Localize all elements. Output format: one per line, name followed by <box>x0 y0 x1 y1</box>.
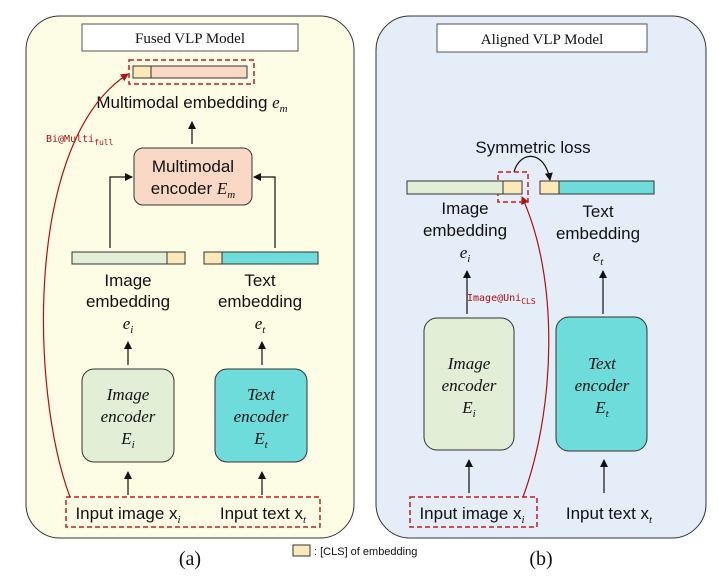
aligned-panel: Aligned VLP Model Symmetric loss Image e… <box>375 15 707 539</box>
aligned-input-text: Input text xt <box>566 504 653 526</box>
fused-text-encoder-line1: Text <box>247 385 276 404</box>
aligned-text-encoder-box <box>555 316 648 452</box>
aligned-panel-background <box>375 15 707 539</box>
aligned-image-embedding-symbol: ei <box>460 243 471 265</box>
aligned-text-encoder-line1: Text <box>588 354 617 373</box>
aligned-probe-arrow <box>521 196 550 498</box>
aligned-image-cls-token <box>502 180 523 195</box>
fused-probe-arrow <box>42 73 129 498</box>
fused-text-encoder-line2: encoder <box>234 407 289 426</box>
fused-text-embedding-label-line1: Text <box>244 271 275 290</box>
aligned-image-embedding-label-line2: embedding <box>423 221 507 240</box>
aligned-text-embedding-symbol: et <box>593 246 605 268</box>
fused-input-image: Input image xi <box>75 504 180 526</box>
connector-image-to-encoder <box>109 173 133 248</box>
aligned-text-embedding-label-line1: Text <box>582 202 613 221</box>
aligned-text-encoder-symbol: Et <box>594 398 609 420</box>
multimodal-cls-token <box>132 65 152 79</box>
fused-probe-label: Bi@Multifull <box>46 134 114 147</box>
fused-text-cls-token <box>203 251 223 265</box>
aligned-title: Aligned VLP Model <box>481 32 604 48</box>
connector-text-to-encoder <box>253 173 276 248</box>
multimodal-embedding-label: Multimodal embedding em <box>96 93 287 115</box>
aligned-image-embedding-label-line1: Image <box>441 199 488 218</box>
aligned-probe-label: Image@UniCLS <box>467 293 536 306</box>
aligned-image-encoder-box <box>423 317 515 451</box>
fused-image-encoder-line2: encoder <box>101 407 156 426</box>
fused-panel: Fused VLP Model Multimodal embedding em … <box>25 15 355 539</box>
fused-title: Fused VLP Model <box>135 31 245 47</box>
fused-title-box <box>81 23 299 52</box>
fused-text-encoder-box <box>214 368 308 463</box>
fused-text-embedding-symbol: et <box>255 314 267 336</box>
multimodal-encoder-label-line1: Multimodal <box>152 157 234 176</box>
aligned-image-encoder-symbol: Ei <box>461 398 475 420</box>
symmetric-loss-arrow <box>513 155 553 181</box>
legend-text: : [CLS] of embedding <box>314 546 417 558</box>
aligned-title-box <box>436 23 648 53</box>
multimodal-encoder-box <box>133 147 253 206</box>
fused-caption: (a) <box>179 548 201 570</box>
fused-image-embedding-label-line2: embedding <box>86 292 170 311</box>
fused-text-embedding-label-line2: embedding <box>218 292 302 311</box>
fused-image-encoder-line1: Image <box>106 385 150 404</box>
fused-image-embedding-label-line1: Image <box>104 271 151 290</box>
fused-text-encoder-symbol: Et <box>253 429 268 451</box>
fused-image-encoder-symbol: Ei <box>120 429 134 451</box>
symmetric-loss-label: Symmetric loss <box>475 138 590 157</box>
aligned-input-image: Input image xi <box>419 504 524 526</box>
aligned-input-highlight-box <box>409 496 538 528</box>
fused-image-cls-token <box>166 251 186 265</box>
aligned-image-encoder-line1: Image <box>447 354 491 373</box>
fused-image-embedding-symbol: ei <box>123 314 134 336</box>
aligned-image-encoder-line2: encoder <box>442 376 497 395</box>
fused-image-encoder-box <box>81 368 175 463</box>
aligned-caption: (b) <box>529 548 552 570</box>
aligned-text-embedding-label-line2: embedding <box>556 224 640 243</box>
fused-highlight-box <box>128 59 255 85</box>
multimodal-encoder-label-line2: encoder Em <box>151 179 236 201</box>
aligned-text-encoder-line2: encoder <box>575 376 630 395</box>
aligned-text-cls-token <box>539 180 560 195</box>
fused-input-text: Input text xt <box>220 504 307 526</box>
fused-input-highlight-box <box>65 496 321 528</box>
legend-cls-swatch <box>292 544 311 557</box>
